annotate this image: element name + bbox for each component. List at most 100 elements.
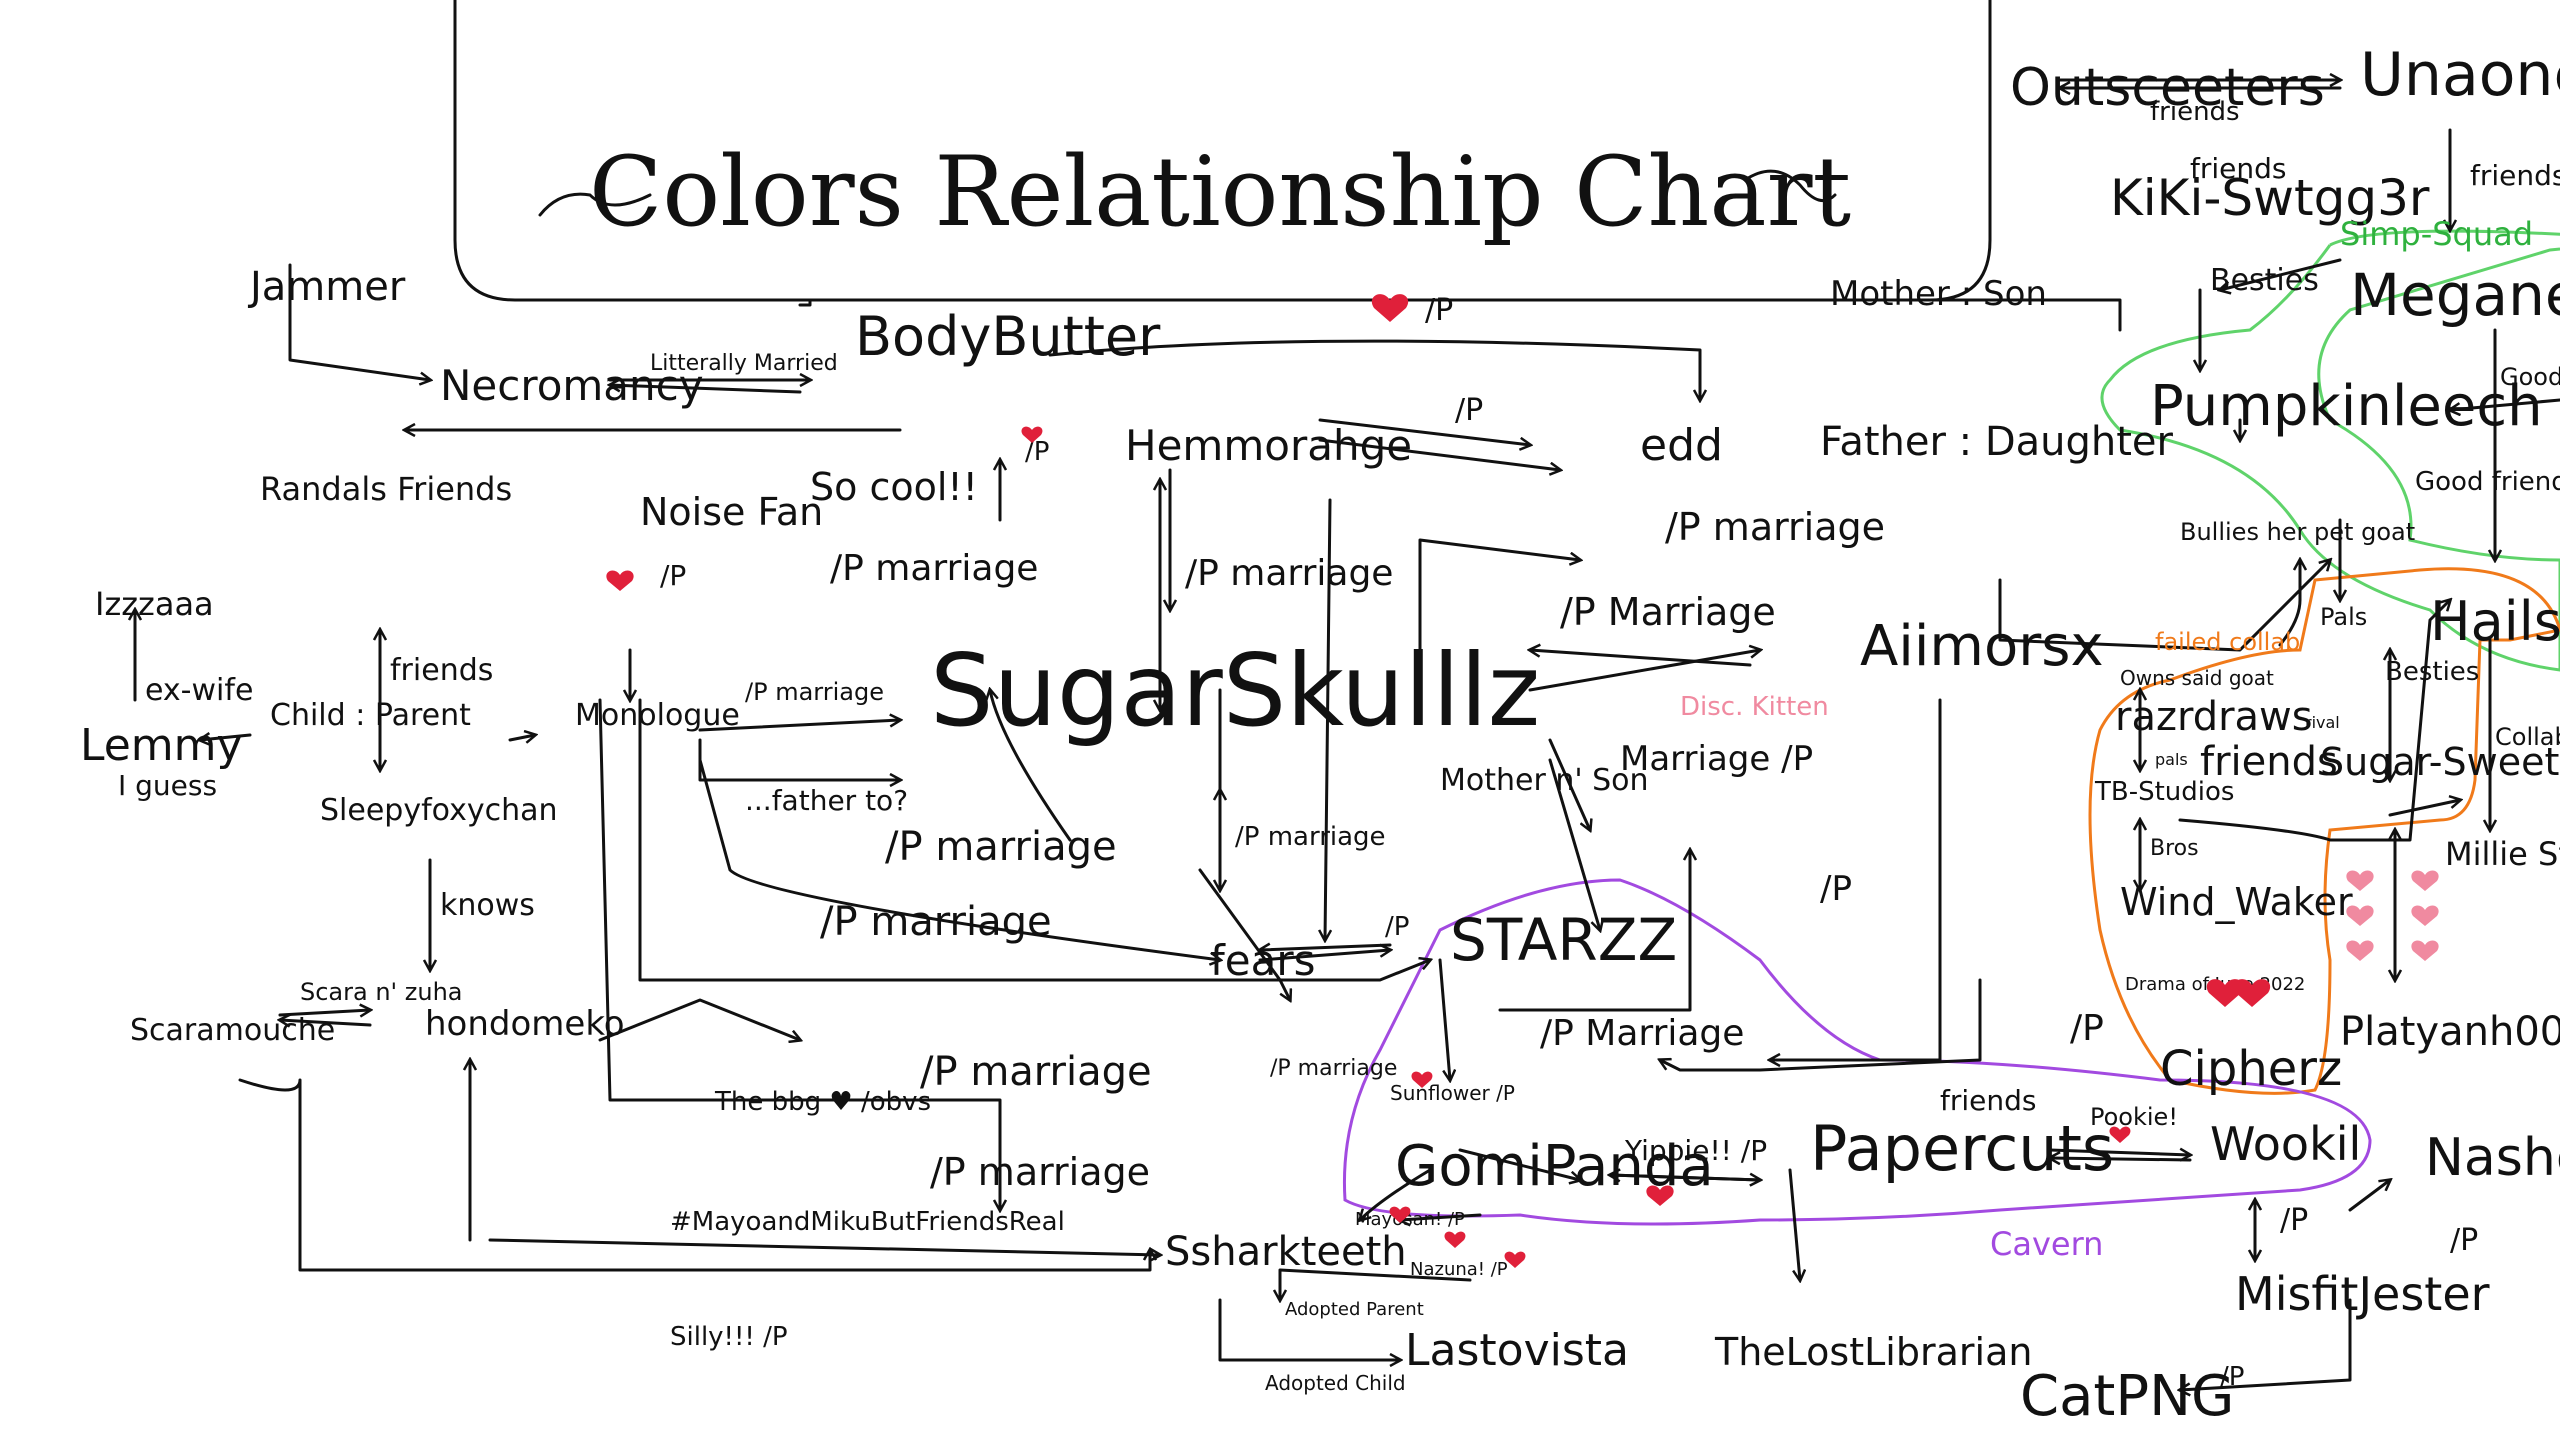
node-hemmorahge: Hemmorahge [1125, 421, 1412, 470]
label-adopted-parent: Adopted Parent [1285, 1299, 1424, 1320]
label-bros: Bros [2150, 836, 2199, 861]
heart-icon [2206, 979, 2244, 1007]
node-izzzaaa: Izzzaaa [95, 585, 214, 623]
node-meganekko: Meganekko [2350, 261, 2560, 329]
label-bullies: Bullies her pet goat [2180, 518, 2415, 546]
heart-icon [2346, 870, 2374, 891]
node-cipherz: Cipherz [2160, 1041, 2342, 1097]
node-hailsss: Hailsss [2430, 590, 2560, 653]
label-pals-hailsss: Pals [2320, 603, 2367, 631]
label-friends-tb: friends [2200, 739, 2338, 785]
label-silly: Silly!!! /P [670, 1322, 788, 1352]
cavern-group-outline [1342, 878, 2372, 1226]
page-title: Colors Relationship Chart [589, 136, 1851, 248]
node-pumpkinleech: Pumpkinleech [2150, 374, 2543, 439]
node-outsceeters: Outsceeters [2010, 58, 2325, 118]
label-p-marriage-gomi: /P marriage [1270, 1056, 1397, 1081]
node-thelostlibrarian: TheLostLibrarian [1714, 1330, 2032, 1374]
node-jammer: Jammer [247, 264, 406, 310]
label-father-daughter: Father : Daughter [1820, 419, 2174, 465]
label-heart-p-monologue: /P [660, 559, 686, 592]
label-besties-pumpkin: Besties [2210, 263, 2319, 298]
node-necromancy: Necromancy [440, 361, 704, 410]
label-nazuna: Nazuna! /P [1410, 1259, 1508, 1280]
label-heart-p-catpng: /P [2220, 1362, 2244, 1392]
label-ex-wife: ex-wife [145, 673, 253, 708]
simp-squad-group-outline [2100, 229, 2560, 672]
label-simp-squad: Simp-Squad [2340, 215, 2533, 253]
label-p-marriage-monologue: /P marriage [745, 678, 884, 706]
heart-icon [1021, 426, 1043, 443]
label-failed-collab: failed collab [2155, 628, 2300, 656]
node-unaone: Unaone [2360, 40, 2560, 110]
label-cavern: Cavern [1990, 1225, 2103, 1263]
label-friends-sleepy: friends [390, 653, 493, 688]
heart-icon [1411, 1071, 1433, 1088]
label-so-cool: So cool!! [810, 465, 978, 509]
heart-icons [606, 294, 2439, 1268]
label-razrdraws-small: rival [2305, 713, 2340, 732]
label-heart-p-nasher: /P [2450, 1223, 2478, 1258]
label-friends-kiki: friends [2190, 152, 2286, 185]
node-catpng: CatPNG [2020, 1364, 2234, 1429]
label-mayo-miku: #MayoandMikuButFriendsReal [670, 1207, 1065, 1237]
heart-icon [606, 570, 634, 591]
label-owns-said-goat: Owns said goat [2120, 666, 2274, 690]
label-adopted-child: Adopted Child [1265, 1371, 1406, 1395]
node-ssharkteeth: Ssharkteeth [1165, 1229, 1407, 1275]
node-lemmy: Lemmy [80, 720, 243, 771]
label-heart-p-starzz: /P [1820, 869, 1852, 909]
label-p-marriage-edd: /P marriage [1665, 505, 1885, 549]
label-collab-friends: Collab, friends [2495, 723, 2560, 751]
label-pals-tb: pals [2155, 750, 2188, 769]
node-starzz: STARZZ [1450, 906, 1677, 974]
node-hondomeko: hondomeko [425, 1004, 625, 1044]
label-the-bbg-obvs: The bbg ♥ /obvs [714, 1087, 931, 1117]
node-nasher: Nasher [2425, 1128, 2560, 1188]
label-heart-p-fears: /P [1385, 912, 1409, 942]
node-tb-studios: TB-Studios [2094, 777, 2234, 807]
label-p-marriage-hemmorahge: /P marriage [1185, 553, 1393, 594]
label-yippie: Yippie!! /P [1624, 1134, 1767, 1167]
node-lastovista: Lastovista [1405, 1325, 1629, 1376]
label-p-marriage-starzz-aimorsx: /P Marriage [1560, 590, 1776, 634]
label-p-marriage-bodybutter: /P marriage [830, 548, 1038, 589]
heart-icon [1504, 1251, 1526, 1268]
heart-icon [2411, 940, 2439, 961]
failed-collab-group-outline [2088, 567, 2560, 1095]
node-gomipanda: GomiPanda [1395, 1134, 1714, 1199]
node-bodybutter: BodyButter [855, 305, 1161, 368]
label-friends-papercuts: friends [1940, 1084, 2036, 1117]
heart-icon [1389, 1206, 1411, 1223]
node-razrdraws: razrdraws [2115, 694, 2313, 740]
label-p-marriage-bottom: /P marriage [930, 1150, 1150, 1194]
label-scara-zuha: Scara n' zuha [300, 978, 463, 1006]
node-edd: edd [1640, 420, 1723, 471]
label-heart-p-edd: /P [1455, 393, 1483, 428]
connection-lines [135, 80, 2560, 1390]
node-wookil: Wookil [2210, 1117, 2361, 1171]
label-mother-n-son: Mother n' Son [1440, 763, 1649, 798]
heart-icon [2346, 905, 2374, 926]
node-noise-fan: Noise Fan [640, 490, 823, 534]
node-monologue: Monologue [575, 698, 740, 733]
label-knows: knows [440, 888, 535, 923]
label-heart-p-cipherz: /P [2070, 1008, 2104, 1049]
label-pookie: Pookie! [2090, 1103, 2178, 1131]
heart-icon [1646, 1185, 1674, 1206]
heart-icon [2411, 905, 2439, 926]
label-friends-unaone: friends [2470, 159, 2560, 192]
node-millie-straub: Millie Straub [2445, 835, 2560, 873]
label-p-marriage-left: /P marriage [885, 824, 1117, 870]
heart-icon [2346, 940, 2374, 961]
node-sugarskulllz: SugarSkulllz [930, 632, 1540, 749]
label-sunflower: Sunflower /P [1390, 1081, 1515, 1105]
node-papercuts: Papercuts [1810, 1112, 2114, 1185]
node-labels: Jammer Necromancy BodyButter Randals Fri… [80, 40, 2560, 1429]
title-swirl-left [538, 192, 652, 217]
label-heart-p-top: /P [1425, 293, 1453, 328]
label-p-marriage-starzz-bottom: /P Marriage [1540, 1013, 1744, 1054]
label-p-marriage-sug-starzz: /P marriage [1235, 822, 1386, 852]
node-wind-waker: Wind_Waker [2120, 880, 2353, 924]
